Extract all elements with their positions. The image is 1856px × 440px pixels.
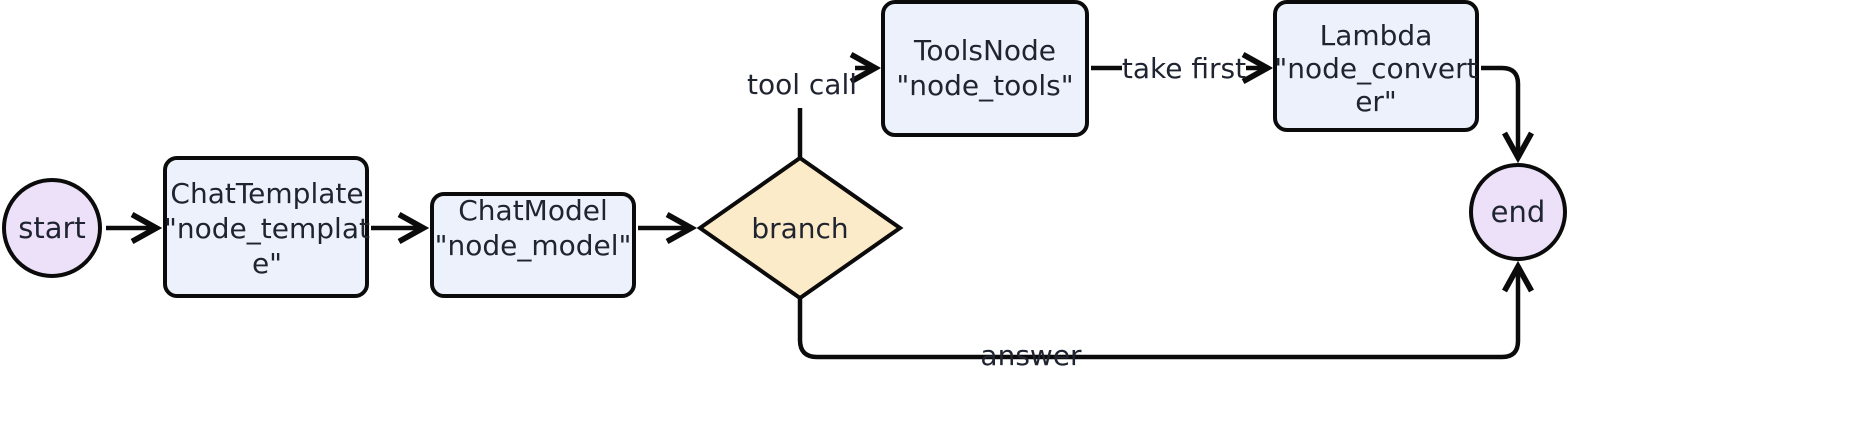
node-converter[interactable]: Lambda "node_convert er" <box>1273 0 1479 132</box>
edge-labels-layer: tool call take first answer <box>747 52 1246 372</box>
chat-model-label-line1: ChatModel <box>458 194 608 227</box>
edge-label-tool-call: tool call <box>747 68 857 101</box>
start-node-label: start <box>18 211 86 245</box>
converter-node-label-line2: "node_convert <box>1274 52 1477 85</box>
edges-layer <box>106 65 1518 360</box>
branch-diamond-shape[interactable] <box>696 155 904 301</box>
chat-template-label-line2: "node_templat <box>164 212 370 245</box>
node-tools[interactable]: ToolsNode "node_tools" <box>881 0 1089 137</box>
node-end[interactable]: end <box>1469 163 1567 261</box>
converter-node-box-shape[interactable] <box>1273 0 1479 132</box>
chat-template-box-shape[interactable] <box>163 156 369 298</box>
node-start[interactable]: start <box>2 178 102 278</box>
edge-label-take-first: take first <box>1122 52 1246 85</box>
edge-converter-to-end <box>1481 65 1518 156</box>
edge-branch-to-end <box>797 268 1518 360</box>
node-branch[interactable]: branch <box>696 155 904 301</box>
converter-node-label-line1: Lambda <box>1320 19 1433 52</box>
nodes-layer: start ChatTemplate "node_templat e" Chat… <box>2 0 1567 301</box>
end-node-label: end <box>1491 195 1546 229</box>
start-circle-shape[interactable] <box>2 178 102 278</box>
tools-node-label-line2: "node_tools" <box>896 69 1073 102</box>
node-chat-template[interactable]: ChatTemplate "node_templat e" <box>163 156 370 298</box>
chat-template-label-line3: e" <box>252 247 282 280</box>
converter-node-label-line3: er" <box>1355 85 1397 118</box>
tools-node-label-line1: ToolsNode <box>913 34 1056 67</box>
chat-model-box-shape[interactable] <box>430 192 636 298</box>
tools-node-box-shape[interactable] <box>881 0 1089 137</box>
end-circle-shape[interactable] <box>1469 163 1567 261</box>
branch-node-label: branch <box>751 212 848 245</box>
edge-label-answer: answer <box>980 339 1082 372</box>
chat-model-label-line2: "node_model" <box>435 229 632 262</box>
chat-template-label-line1: ChatTemplate <box>170 177 363 210</box>
node-chat-model[interactable]: ChatModel "node_model" <box>430 192 636 298</box>
